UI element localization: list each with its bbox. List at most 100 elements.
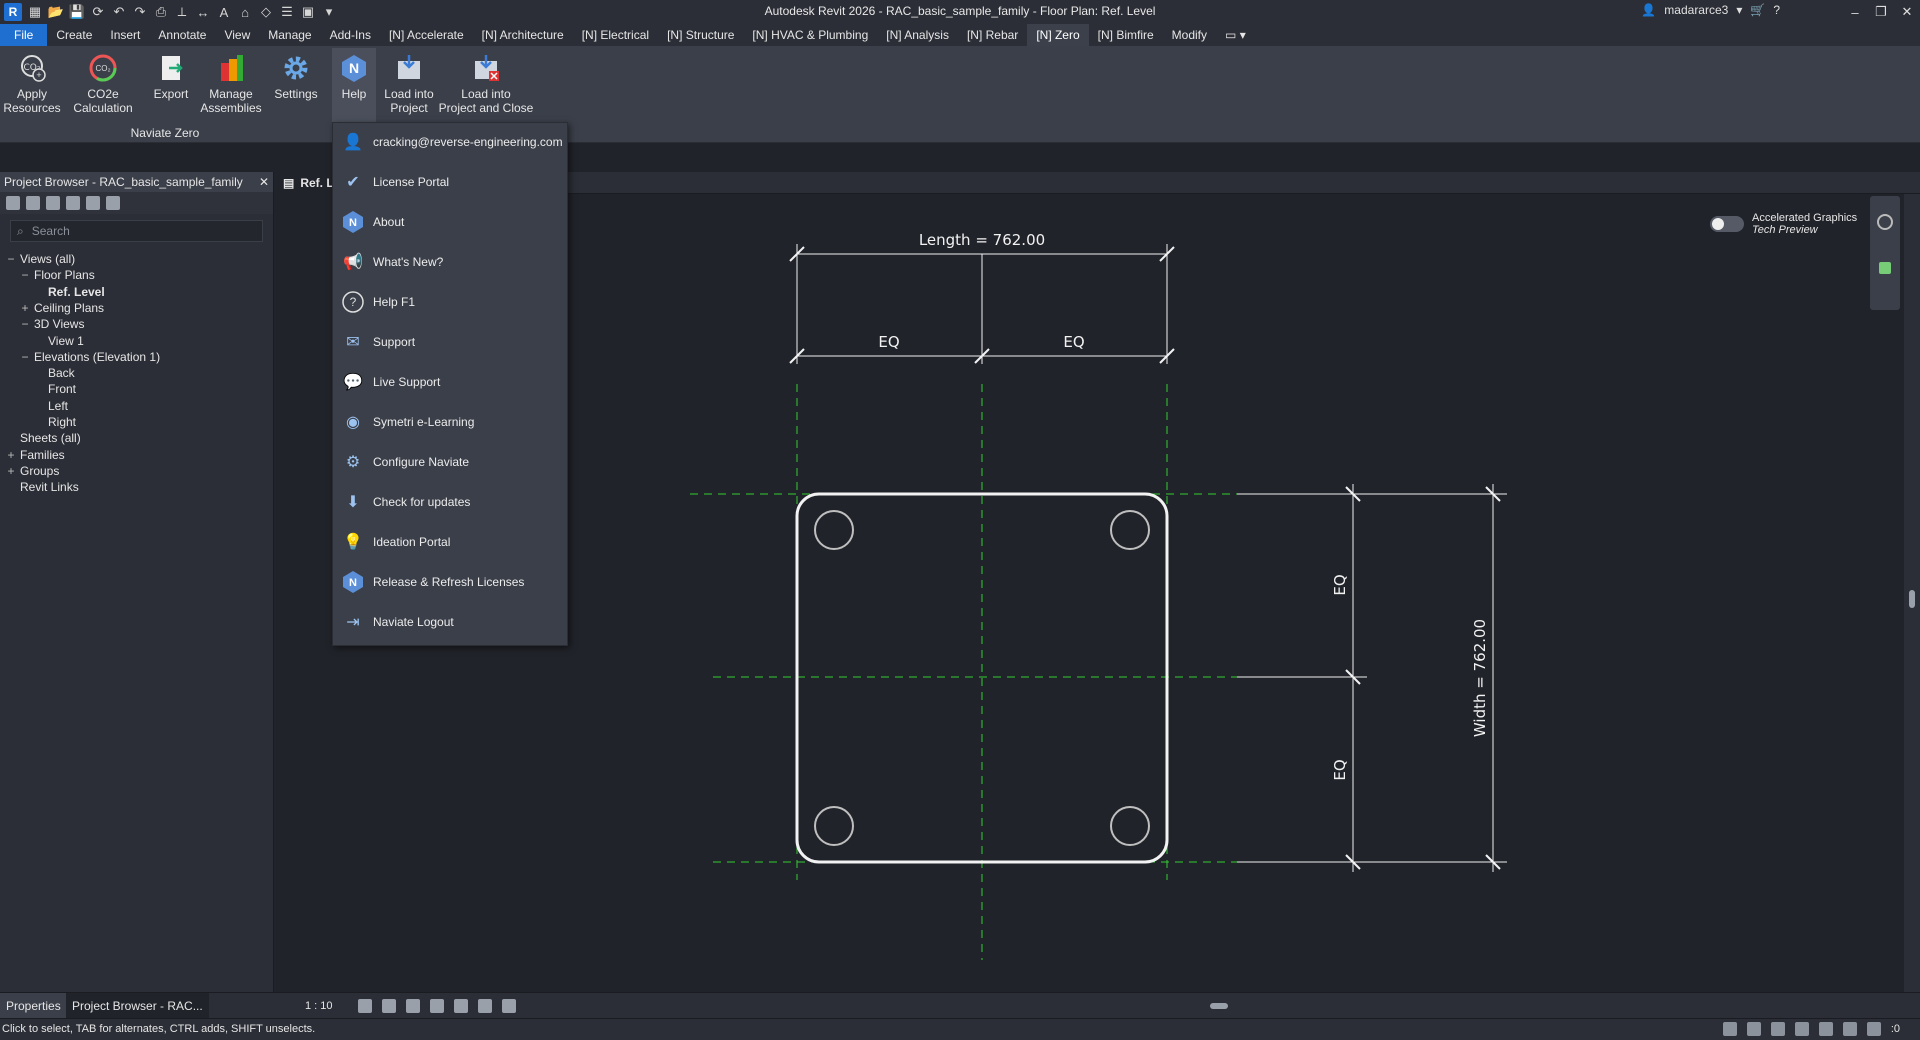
- bolt-hole[interactable]: [814, 510, 854, 550]
- tree-item[interactable]: Sheets (all): [6, 429, 81, 447]
- user-icon[interactable]: 👤: [1641, 3, 1657, 17]
- help-menu-item[interactable]: 💬Live Support: [333, 365, 567, 399]
- tree-item[interactable]: +Groups: [6, 462, 59, 480]
- maximize-icon[interactable]: ❐: [1875, 4, 1887, 19]
- browser-views-icon[interactable]: [26, 196, 40, 210]
- select-links-icon[interactable]: [1722, 1022, 1737, 1036]
- bolt-hole[interactable]: [1110, 806, 1150, 846]
- load-into-project-button[interactable]: Load into Project: [382, 52, 436, 115]
- view-tab-ref-level[interactable]: ▤ Ref. L: [277, 172, 337, 194]
- select-underlay-icon[interactable]: [1746, 1022, 1761, 1036]
- close-icon[interactable]: ✕: [1901, 4, 1913, 19]
- tab-view[interactable]: View: [224, 28, 251, 42]
- select-pinned-icon[interactable]: [1770, 1022, 1785, 1036]
- sun-path-icon[interactable]: [406, 999, 420, 1013]
- browser-home-icon[interactable]: [6, 196, 20, 210]
- drag-elements-icon[interactable]: [1818, 1022, 1833, 1036]
- length-dimension[interactable]: [789, 244, 1175, 364]
- cart-icon[interactable]: 🛒: [1750, 3, 1766, 17]
- detail-level-icon[interactable]: [358, 999, 372, 1013]
- browser-groups-icon[interactable]: [86, 196, 100, 210]
- help-menu-item[interactable]: ✔License Portal: [333, 165, 567, 199]
- tab-n-electrical[interactable]: [N] Electrical: [581, 28, 650, 42]
- tree-item[interactable]: Ref. Level: [34, 283, 105, 301]
- tree-toggle-icon[interactable]: −: [21, 349, 29, 364]
- chevron-down-icon[interactable]: ▾: [1736, 3, 1743, 17]
- project-browser-tab[interactable]: Project Browser - RAC...: [66, 993, 209, 1019]
- sync-icon[interactable]: ⟳: [92, 4, 104, 19]
- view-scale[interactable]: 1 : 10: [305, 1000, 333, 1012]
- tree-item[interactable]: −Floor Plans: [20, 266, 94, 284]
- tree-item[interactable]: Left: [34, 397, 68, 415]
- tree-item[interactable]: −Elevations (Elevation 1): [20, 348, 160, 366]
- undo-icon[interactable]: ↶: [113, 4, 125, 19]
- open-icon[interactable]: 📂: [47, 4, 65, 19]
- help-button[interactable]: N Help: [332, 48, 376, 122]
- tree-item[interactable]: Revit Links: [6, 478, 79, 496]
- width-dimension-text[interactable]: Width = 762.00: [1471, 619, 1489, 737]
- section-icon[interactable]: ◇: [261, 4, 271, 19]
- tree-toggle-icon[interactable]: −: [7, 252, 15, 266]
- thin-lines-icon[interactable]: ☰: [281, 4, 293, 19]
- tree-item[interactable]: Right: [34, 413, 76, 431]
- help-menu-item[interactable]: ?Help F1: [333, 285, 567, 319]
- tree-toggle-icon[interactable]: −: [21, 317, 29, 332]
- tab-create[interactable]: Create: [56, 28, 93, 42]
- help-menu-item[interactable]: 👤cracking@reverse-engineering.com: [333, 125, 567, 159]
- temporary-hide-icon[interactable]: [478, 999, 492, 1013]
- tab-file[interactable]: File: [0, 24, 48, 46]
- help-menu-item[interactable]: ⇥Naviate Logout: [333, 605, 567, 639]
- browser-sheets-icon[interactable]: [46, 196, 60, 210]
- dimension-icon[interactable]: ↔: [196, 4, 210, 20]
- tab-n-zero[interactable]: [N] Zero: [1027, 24, 1089, 46]
- tab-n-hvac-plumbing[interactable]: [N] HVAC & Plumbing: [752, 28, 869, 42]
- measure-icon[interactable]: ⟂: [177, 4, 187, 19]
- username[interactable]: madararce3: [1664, 3, 1729, 17]
- tab-n-bimfire[interactable]: [N] Bimfire: [1097, 28, 1154, 42]
- background-process-icon[interactable]: [1842, 1022, 1857, 1036]
- close-icon[interactable]: ✕: [258, 175, 269, 189]
- save-icon[interactable]: 💾: [68, 4, 86, 19]
- tree-item[interactable]: View 1: [34, 332, 84, 350]
- eq-label-right-bottom[interactable]: EQ: [1331, 759, 1349, 780]
- browser-families-icon[interactable]: [66, 196, 80, 210]
- redo-icon[interactable]: ↷: [134, 4, 146, 19]
- help-menu-item[interactable]: ◉Symetri e-Learning: [333, 405, 567, 439]
- settings-button[interactable]: Settings: [270, 52, 322, 101]
- zoom-icon[interactable]: [1879, 262, 1891, 274]
- select-by-face-icon[interactable]: [1794, 1022, 1809, 1036]
- crop-view-icon[interactable]: [454, 999, 468, 1013]
- tab-add-ins[interactable]: Add-Ins: [329, 28, 371, 42]
- filter-icon[interactable]: [1866, 1022, 1881, 1036]
- tab-n-rebar[interactable]: [N] Rebar: [966, 28, 1019, 42]
- vertical-scrollbar[interactable]: [1904, 194, 1920, 992]
- manage-assemblies-button[interactable]: Manage Assemblies: [198, 52, 264, 115]
- length-dimension-text[interactable]: Length = 762.00: [919, 231, 1045, 249]
- customize-qat-icon[interactable]: ▾: [325, 4, 333, 19]
- help-menu-item[interactable]: 📢What's New?: [333, 245, 567, 279]
- horizontal-scroll-thumb[interactable]: [1210, 1003, 1228, 1009]
- search-input[interactable]: ⌕ Search: [10, 220, 263, 242]
- reveal-hidden-icon[interactable]: [502, 999, 516, 1013]
- print-icon[interactable]: ⎙: [155, 4, 167, 19]
- tab-n-accelerate[interactable]: [N] Accelerate: [388, 28, 464, 42]
- tab-modify[interactable]: Modify: [1171, 28, 1208, 42]
- help-menu-item[interactable]: ✉Support: [333, 325, 567, 359]
- tab-insert[interactable]: Insert: [110, 28, 141, 42]
- tree-item[interactable]: +Families: [6, 446, 64, 464]
- tree-toggle-icon[interactable]: +: [7, 463, 15, 478]
- vertical-scroll-thumb[interactable]: [1909, 590, 1915, 608]
- eq-label-top-right[interactable]: EQ: [1063, 333, 1084, 351]
- tab-n-analysis[interactable]: [N] Analysis: [886, 28, 949, 42]
- tree-item[interactable]: −3D Views: [20, 315, 84, 333]
- switch-windows-icon[interactable]: ▣: [301, 4, 315, 19]
- co2e-calculation-button[interactable]: CO₂ CO2e Calculation: [70, 52, 136, 115]
- eq-label-right-top[interactable]: EQ: [1331, 574, 1349, 595]
- tab-annotate[interactable]: Annotate: [158, 28, 207, 42]
- tree-toggle-icon[interactable]: +: [7, 447, 15, 462]
- accelerated-graphics-toggle[interactable]: [1710, 216, 1744, 232]
- ribbon-toggle-icon[interactable]: ▭ ▾: [1225, 28, 1246, 42]
- eq-label-top-left[interactable]: EQ: [878, 333, 899, 351]
